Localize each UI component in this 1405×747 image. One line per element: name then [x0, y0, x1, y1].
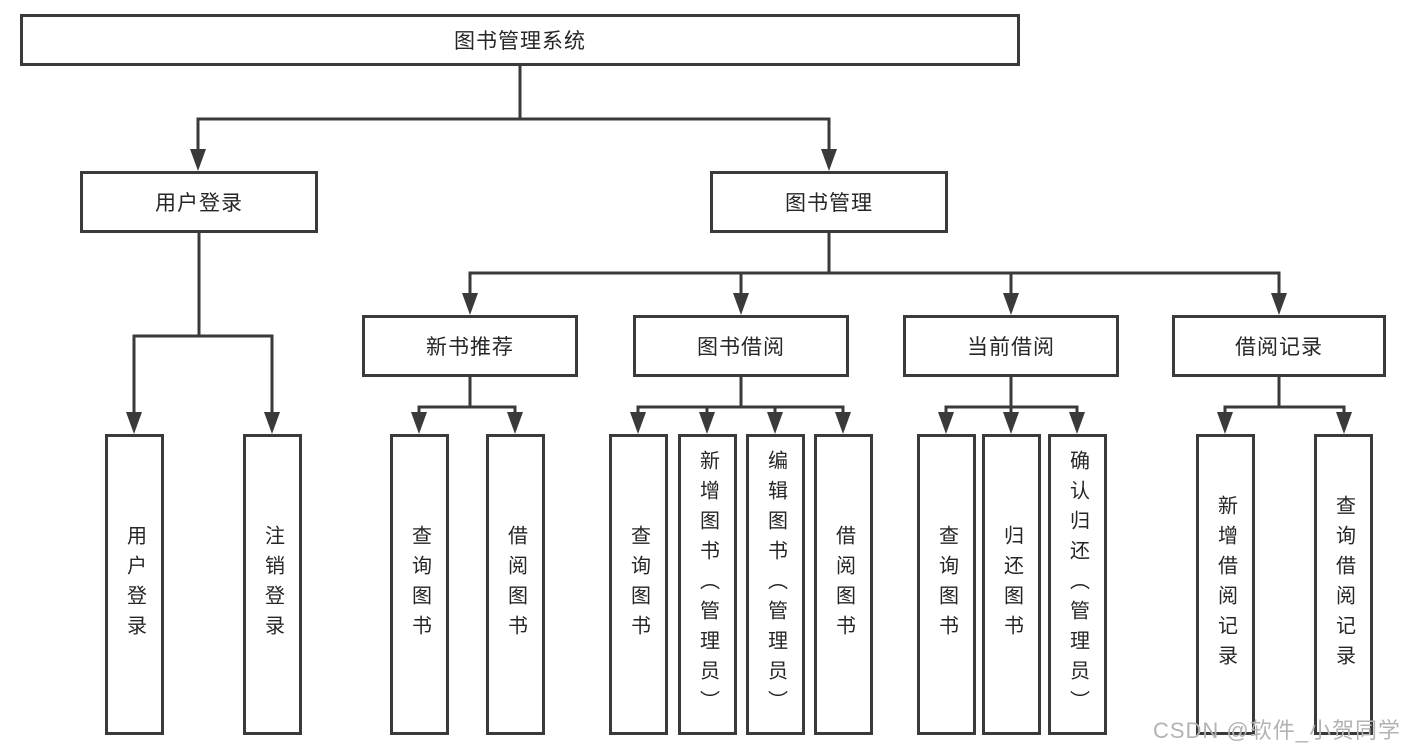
leaf-borrow-books-recommend: 借阅图书	[486, 434, 545, 735]
leaf-add-borrow-record: 新增借阅记录	[1196, 434, 1255, 735]
leaf-query-books-recommend: 查询图书	[390, 434, 449, 735]
node-book-management: 图书管理	[710, 171, 948, 233]
leaf-user-login: 用户登录	[105, 434, 164, 735]
node-current-borrowing: 当前借阅	[903, 315, 1119, 377]
leaf-logout-label: 注销登录	[261, 524, 284, 645]
node-user-login: 用户登录	[80, 171, 318, 233]
leaf-return-book-label: 归还图书	[1000, 524, 1023, 645]
node-borrowing-records-label: 借阅记录	[1235, 336, 1323, 359]
node-root: 图书管理系统	[20, 14, 1020, 66]
leaf-return-book: 归还图书	[982, 434, 1041, 735]
leaf-user-login-label: 用户登录	[123, 524, 146, 645]
leaf-query-books-borrowing-label: 查询图书	[627, 524, 650, 645]
node-root-label: 图书管理系统	[454, 30, 586, 53]
leaf-borrow-books-borrowing: 借阅图书	[814, 434, 873, 735]
leaf-add-borrow-record-label: 新增借阅记录	[1214, 494, 1237, 675]
node-borrowing-records: 借阅记录	[1172, 315, 1386, 377]
node-new-book-recommend-label: 新书推荐	[426, 336, 514, 359]
leaf-query-borrow-record: 查询借阅记录	[1314, 434, 1373, 735]
leaf-query-books-borrowing: 查询图书	[609, 434, 668, 735]
leaf-query-borrow-record-label: 查询借阅记录	[1332, 494, 1355, 675]
leaf-edit-book-admin: 编辑图书（管理员）	[746, 434, 805, 735]
leaf-query-books-current: 查询图书	[917, 434, 976, 735]
leaf-logout: 注销登录	[243, 434, 302, 735]
node-user-login-label: 用户登录	[155, 192, 243, 215]
leaf-borrow-books-recommend-label: 借阅图书	[504, 524, 527, 645]
leaf-confirm-return-admin: 确认归还（管理员）	[1048, 434, 1107, 735]
leaf-add-book-admin: 新增图书（管理员）	[678, 434, 737, 735]
leaf-confirm-return-admin-label: 确认归还（管理员）	[1066, 449, 1089, 720]
node-book-borrowing: 图书借阅	[633, 315, 849, 377]
leaf-add-book-admin-label: 新增图书（管理员）	[696, 449, 719, 720]
node-new-book-recommend: 新书推荐	[362, 315, 578, 377]
node-book-borrowing-label: 图书借阅	[697, 336, 785, 359]
node-book-management-label: 图书管理	[785, 192, 873, 215]
leaf-query-books-recommend-label: 查询图书	[408, 524, 431, 645]
leaf-query-books-current-label: 查询图书	[935, 524, 958, 645]
leaf-borrow-books-borrowing-label: 借阅图书	[832, 524, 855, 645]
leaf-edit-book-admin-label: 编辑图书（管理员）	[764, 449, 787, 720]
watermark: CSDN @软件_小贺同学	[1152, 718, 1401, 743]
node-current-borrowing-label: 当前借阅	[967, 336, 1055, 359]
